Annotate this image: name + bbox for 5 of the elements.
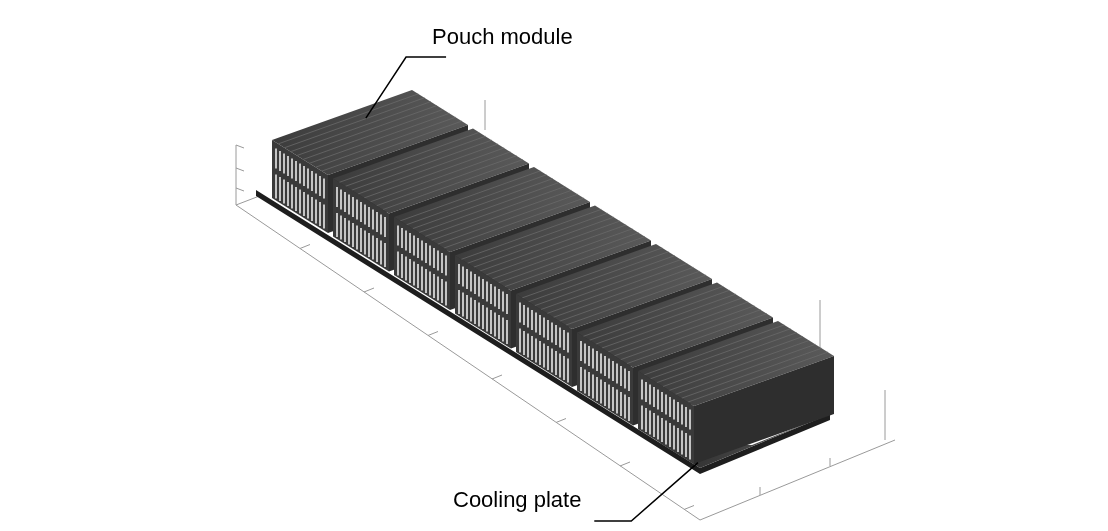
leader-line [593, 461, 699, 522]
part-label: Cooling plate [453, 487, 582, 521]
leader-line [365, 56, 447, 119]
part-label: Pouch module [432, 24, 573, 57]
pouch-module-drawing [272, 90, 834, 464]
